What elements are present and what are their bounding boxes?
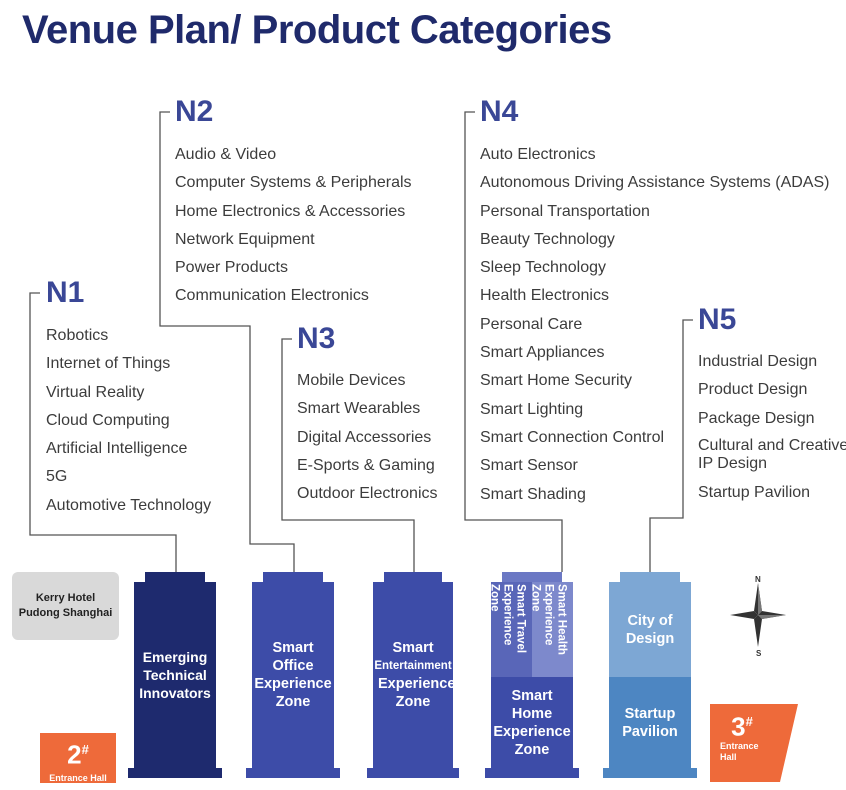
building-n1: Emerging Technical Innovators bbox=[127, 572, 223, 778]
list-item: E-Sports & Gaming bbox=[297, 456, 435, 474]
list-item: Personal Transportation bbox=[480, 202, 650, 220]
list-item: Smart Shading bbox=[480, 485, 586, 503]
list-item: Audio & Video bbox=[175, 146, 277, 163]
entrance-2-number: 2# bbox=[67, 739, 89, 770]
hotel-label: Kerry Hotel Pudong Shanghai bbox=[12, 572, 119, 640]
list-item: Personal Care bbox=[480, 315, 583, 333]
list-item: Health Electronics bbox=[480, 287, 609, 305]
list-item: Autonomous Driving Assistance Systems (A… bbox=[480, 174, 830, 192]
n3-category-list: Mobile Devices Smart Wearables Digital A… bbox=[297, 371, 438, 512]
building-n3-label: Smart Entertainment Experience Zone bbox=[373, 582, 455, 768]
list-item: Package Design bbox=[698, 409, 815, 427]
list-item: Beauty Technology bbox=[480, 230, 615, 248]
n5-category-list: Industrial Design Product Design Package… bbox=[698, 352, 846, 511]
page-title: Venue Plan/ Product Categories bbox=[22, 8, 612, 52]
compass-north: N bbox=[755, 575, 761, 584]
hotel-name-line2: Pudong Shanghai bbox=[18, 607, 113, 619]
list-item: Smart Sensor bbox=[480, 457, 578, 475]
entrance-3-number: 3# bbox=[731, 711, 753, 742]
building-n2-label: Smart Office Experience Zone bbox=[252, 582, 334, 768]
building-n2: Smart Office Experience Zone bbox=[245, 572, 341, 778]
building-n4: Smart Travel Experience Zone Smart Healt… bbox=[484, 572, 580, 778]
list-item: Smart Wearables bbox=[297, 400, 421, 418]
building-n4-upper: Smart Travel Experience Zone Smart Healt… bbox=[489, 582, 573, 677]
smart-home-zone: Smart Home Experience Zone bbox=[491, 677, 573, 768]
list-item: Computer Systems & Peripherals bbox=[175, 174, 412, 192]
list-item: Home Electronics & Accessories bbox=[175, 202, 406, 220]
smart-travel-zone: Smart Travel Experience Zone bbox=[489, 582, 532, 677]
list-item: Product Design bbox=[698, 381, 808, 399]
list-item: Artificial Intelligence bbox=[46, 440, 188, 458]
n5-heading: N5 bbox=[698, 303, 737, 336]
entrance-3-label: Entrance Hall bbox=[720, 740, 759, 762]
list-item: Digital Accessories bbox=[297, 428, 432, 446]
entrance-hall-3-shape bbox=[710, 704, 798, 782]
entrance-2-label: Entrance Hall bbox=[49, 772, 107, 783]
n1-category-list: Robotics Internet of Things Virtual Real… bbox=[46, 326, 211, 524]
list-item: Mobile Devices bbox=[297, 372, 406, 389]
list-item: Sleep Technology bbox=[480, 259, 607, 277]
entrance-hall-3: 3# Entrance Hall bbox=[712, 708, 772, 763]
n2-connector bbox=[159, 111, 295, 572]
startup-pavilion-zone: Startup Pavilion bbox=[609, 677, 691, 768]
hotel-name-line1: Kerry Hotel bbox=[35, 592, 96, 604]
list-item: Automotive Technology bbox=[46, 496, 212, 514]
list-item: Communication Electronics bbox=[175, 287, 369, 305]
list-item: Robotics bbox=[46, 327, 109, 344]
n2-category-list: Audio & Video Computer Systems & Periphe… bbox=[175, 145, 412, 315]
list-item: Outdoor Electronics bbox=[297, 485, 438, 503]
list-item: 5G bbox=[46, 468, 68, 486]
n2-heading: N2 bbox=[175, 95, 214, 128]
list-item: Internet of Things bbox=[46, 355, 171, 373]
smart-health-zone: Smart Health Experience Zone bbox=[530, 582, 573, 677]
entrance-hall-2: 2# Entrance Hall bbox=[40, 733, 116, 783]
list-item: Smart Home Security bbox=[480, 372, 633, 390]
list-item: Auto Electronics bbox=[480, 146, 596, 163]
city-of-design-zone: City of Design bbox=[609, 582, 691, 677]
n1-connector bbox=[29, 292, 177, 572]
compass-icon: N S bbox=[728, 575, 788, 658]
list-item: Power Products bbox=[175, 259, 288, 277]
list-item: Startup Pavilion bbox=[698, 483, 811, 501]
n5-connector bbox=[649, 319, 693, 572]
list-item: Industrial Design bbox=[698, 353, 818, 370]
building-n1-label: Emerging Technical Innovators bbox=[134, 582, 216, 768]
list-item: Smart Appliances bbox=[480, 344, 605, 362]
n4-heading: N4 bbox=[480, 95, 519, 128]
building-n3: Smart Entertainment Experience Zone bbox=[367, 572, 459, 778]
list-item: Smart Lighting bbox=[480, 400, 584, 418]
n3-heading: N3 bbox=[297, 322, 336, 355]
list-item: Smart Connection Control bbox=[480, 428, 665, 446]
building-n5: City of Design Startup Pavilion bbox=[602, 572, 698, 778]
list-item: Virtual Reality bbox=[46, 383, 145, 401]
list-item: Cultural and Creative IP Design bbox=[698, 436, 846, 472]
n3-connector bbox=[281, 338, 415, 572]
n1-heading: N1 bbox=[46, 276, 85, 309]
list-item: Network Equipment bbox=[175, 230, 315, 248]
n4-connector bbox=[464, 111, 563, 572]
compass-south: S bbox=[756, 649, 762, 658]
n4-category-list: Auto Electronics Autonomous Driving Assi… bbox=[480, 145, 829, 513]
list-item: Cloud Computing bbox=[46, 411, 170, 429]
